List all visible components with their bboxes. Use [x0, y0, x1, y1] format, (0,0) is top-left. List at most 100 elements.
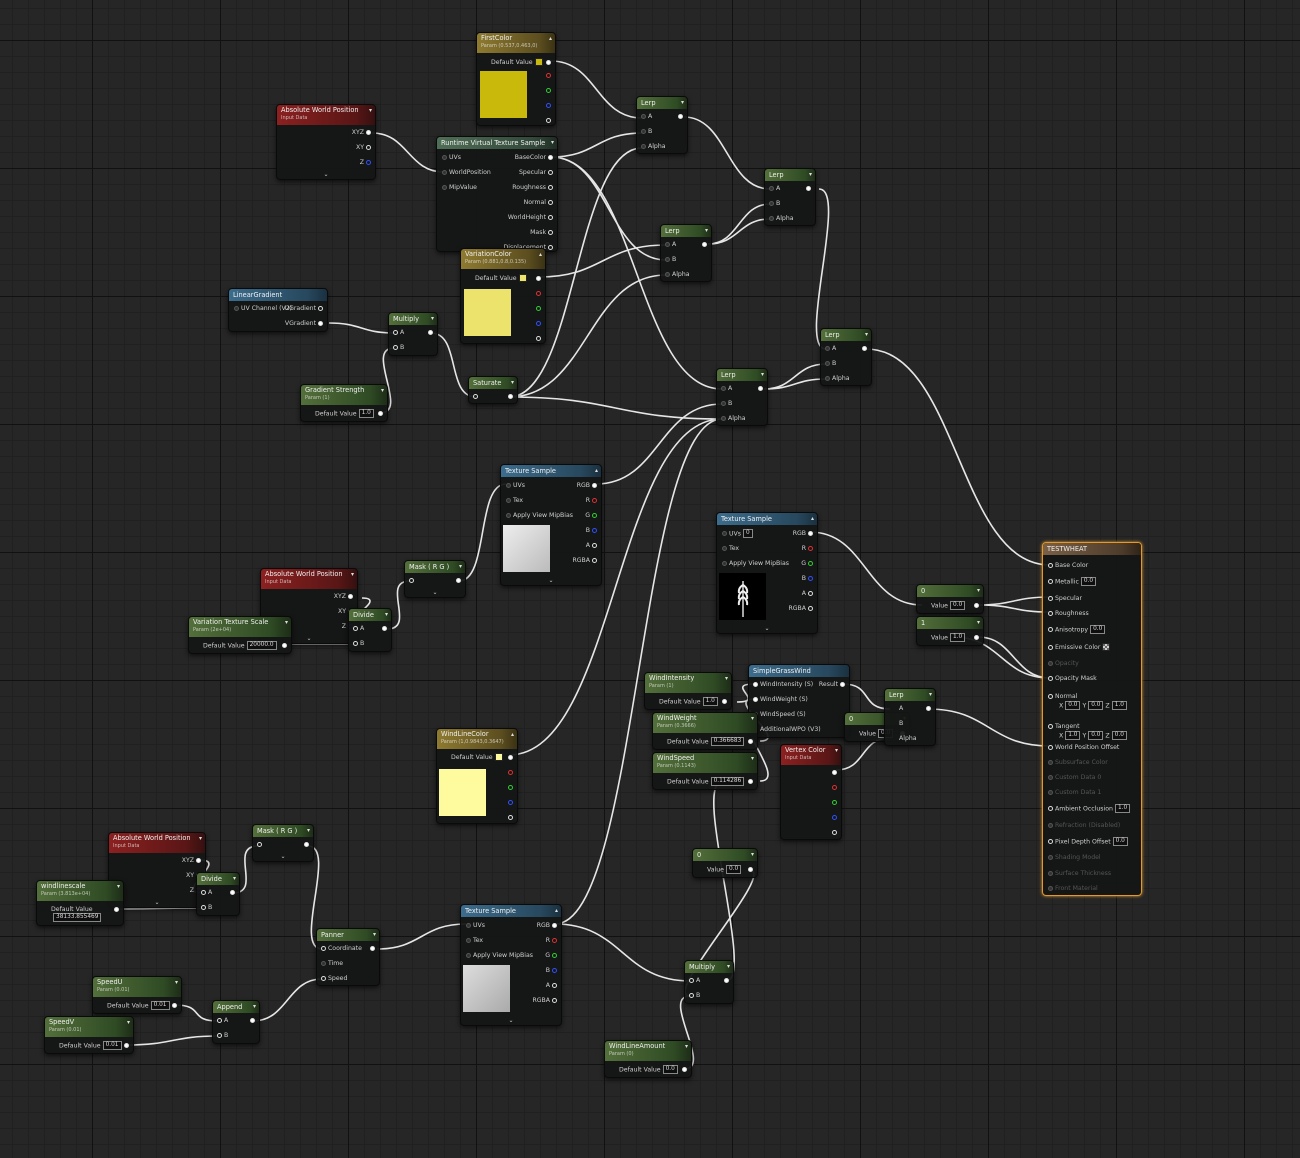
texture-preview-wheat [719, 573, 766, 620]
value-field[interactable]: 1.0 [1114, 804, 1131, 813]
value-field[interactable]: 0.0 [1111, 731, 1127, 740]
node-append[interactable]: Append▾ A B [212, 1000, 260, 1044]
value-field[interactable]: 1.0 [1111, 701, 1127, 710]
node-lerp[interactable]: Lerp▾ A B Alpha [660, 224, 712, 282]
material-input-pin: Front Material [1048, 884, 1098, 893]
node-multiply[interactable]: Multiply▾ A B [388, 312, 438, 356]
value-field[interactable]: 0.0 [1088, 731, 1104, 740]
node-simple-grass-wind[interactable]: SimpleGrassWind WindIntensity (S) WindWe… [748, 664, 850, 738]
node-header: Saturate▾ [469, 377, 517, 389]
value-field[interactable]: 0.0 [1065, 701, 1081, 710]
material-input-pin[interactable]: Emissive Color [1048, 643, 1111, 652]
value-field[interactable]: 1.0 [1065, 731, 1081, 740]
output-pin-xy[interactable] [366, 144, 371, 150]
output-pin-a[interactable] [546, 117, 551, 123]
node-component-mask[interactable]: Mask ( R G )▾ ⌄ [404, 560, 466, 598]
node-header: Runtime Virtual Texture Sample▾ [437, 137, 557, 149]
value-field[interactable]: 20000.0 [246, 641, 277, 650]
output-pin-r[interactable] [546, 72, 551, 78]
material-input-pin[interactable]: Normal [1048, 692, 1077, 701]
value-field[interactable]: 0.0 [1088, 701, 1104, 710]
checker-swatch[interactable] [1102, 643, 1111, 651]
color-preview [480, 71, 527, 118]
collapse-icon[interactable]: ▴ [548, 35, 552, 42]
output-pin[interactable] [546, 59, 551, 65]
material-input-pin[interactable]: Base Color [1048, 561, 1088, 570]
node-saturate[interactable]: Saturate▾ [468, 376, 518, 404]
texture-preview [503, 525, 550, 572]
value-field[interactable]: 1.0 [358, 409, 374, 418]
color-swatch[interactable] [518, 274, 527, 282]
output-pin-g[interactable] [546, 87, 551, 93]
wheat-icon [737, 581, 749, 617]
node-multiply[interactable]: Multiply▾ A B [684, 960, 734, 1004]
expand-icon[interactable]: ⌄ [323, 171, 329, 178]
node-panner[interactable]: Panner▾ Coordinate Time Speed [316, 928, 380, 986]
material-input-pin: Refraction (Disabled) [1048, 821, 1120, 830]
material-input-pin: Subsurface Color [1048, 758, 1108, 767]
node-component-mask[interactable]: Mask ( R G )▾ ⌄ [252, 824, 314, 862]
material-input-pin: Surface Thickness [1048, 869, 1111, 878]
texture-preview [463, 965, 510, 1012]
material-input-pin[interactable]: Roughness [1048, 609, 1089, 618]
node-lerp[interactable]: Lerp▾ A B Alpha [636, 96, 688, 154]
material-input-pin: Opacity [1048, 659, 1079, 668]
node-lerp[interactable]: Lerp▾ A B Alpha [716, 368, 768, 426]
color-swatch[interactable] [534, 58, 543, 66]
output-pin-z[interactable] [366, 159, 371, 165]
node-divide[interactable]: Divide▾ A B [196, 872, 240, 916]
material-input-pin: Shading Model [1048, 853, 1101, 862]
value-field[interactable]: 0.0 [1112, 837, 1128, 846]
node-header: Multiply▾ [389, 313, 437, 325]
node-lerp[interactable]: Lerp▾ A B Alpha [820, 328, 872, 386]
output-pin[interactable] [548, 154, 553, 160]
value-field[interactable]: 0.0 [1090, 625, 1106, 634]
material-input-pin[interactable]: Tangent [1048, 722, 1080, 731]
material-input-pin[interactable]: Opacity Mask [1048, 674, 1097, 683]
value-field[interactable]: 0.0 [1080, 577, 1097, 586]
material-input-pin[interactable]: World Position Offset [1048, 743, 1119, 752]
node-divide[interactable]: Divide▾ A B [348, 608, 392, 652]
output-pin-b[interactable] [546, 102, 551, 108]
material-input-pin: Custom Data 1 [1048, 788, 1101, 797]
material-input-pin: Custom Data 0 [1048, 773, 1101, 782]
color-preview [439, 769, 486, 816]
node-texture-sample[interactable]: Texture Sample▴ UVs Tex Apply View MipBi… [460, 904, 562, 1026]
material-input-pin[interactable]: Specular [1048, 594, 1082, 603]
node-lerp[interactable]: Lerp▾ A B Alpha [884, 688, 936, 746]
color-swatch[interactable] [494, 753, 503, 761]
output-pin-xyz[interactable] [366, 129, 371, 135]
node-lerp[interactable]: Lerp▾ A B Alpha [764, 168, 816, 226]
node-runtime-virtual-texture-sample[interactable]: Runtime Virtual Texture Sample▾ UVs Worl… [436, 136, 558, 252]
node-linear-gradient[interactable]: LinearGradient UV Channel (V2) UGradient… [228, 288, 328, 332]
node-texture-sample[interactable]: Texture Sample▴ UVs Tex Apply View MipBi… [500, 464, 602, 586]
